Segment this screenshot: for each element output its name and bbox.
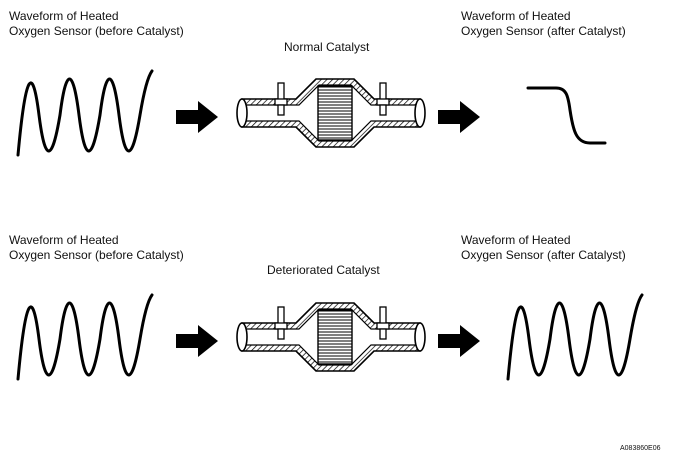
bottom-after-label-line1: Waveform of Heated xyxy=(461,233,571,247)
top-after-label: Waveform of Heated Oxygen Sensor (after … xyxy=(461,9,626,39)
top-before-label-line1: Waveform of Heated xyxy=(9,9,119,23)
top-catalyst-label: Normal Catalyst xyxy=(284,40,370,54)
bottom-after-waveform xyxy=(506,293,644,381)
top-after-label-line2: Oxygen Sensor (after Catalyst) xyxy=(461,24,626,38)
bottom-before-label-line2: Oxygen Sensor (before Catalyst) xyxy=(9,248,184,262)
bottom-catalyst-label: Deteriorated Catalyst xyxy=(267,263,380,277)
bottom-after-label-line2: Oxygen Sensor (after Catalyst) xyxy=(461,248,626,262)
top-after-label-line1: Waveform of Heated xyxy=(461,9,571,23)
top-before-waveform xyxy=(16,69,154,157)
top-after-waveform-flat xyxy=(526,86,607,145)
bottom-before-label: Waveform of Heated Oxygen Sensor (before… xyxy=(9,233,184,263)
bottom-catalytic-converter xyxy=(236,302,426,372)
top-arrow-out xyxy=(438,101,480,133)
bottom-before-label-line1: Waveform of Heated xyxy=(9,233,119,247)
figure-code: A083860E06 xyxy=(620,445,661,452)
top-arrow-in xyxy=(176,101,218,133)
bottom-arrow-out xyxy=(438,325,480,357)
bottom-after-label: Waveform of Heated Oxygen Sensor (after … xyxy=(461,233,626,263)
top-catalytic-converter xyxy=(236,78,426,148)
top-before-label-line2: Oxygen Sensor (before Catalyst) xyxy=(9,24,184,38)
top-before-label: Waveform of Heated Oxygen Sensor (before… xyxy=(9,9,184,39)
bottom-arrow-in xyxy=(176,325,218,357)
bottom-before-waveform xyxy=(16,293,154,381)
